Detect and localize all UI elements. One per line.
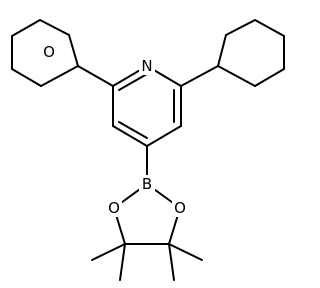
molecule-structure: N O B O O — [11, 19, 285, 281]
atom-b: B — [139, 175, 155, 193]
bond — [77, 65, 114, 87]
atom-label-b: B — [142, 175, 152, 193]
bond — [11, 68, 42, 87]
bond — [91, 243, 126, 261]
atom-o-right: O — [172, 199, 188, 217]
atom-label-o-oxane: O — [43, 43, 55, 61]
bond — [39, 19, 70, 36]
bond — [40, 65, 79, 87]
bond — [168, 243, 203, 261]
bond — [217, 65, 256, 87]
bond — [68, 34, 79, 67]
cyclohexyl-group — [180, 19, 285, 87]
bond — [217, 34, 227, 67]
atom-label-o-right: O — [174, 199, 186, 217]
atom-n: N — [139, 57, 155, 75]
bond — [180, 65, 219, 87]
atom-o-left: O — [106, 199, 122, 217]
pyridine-ring — [112, 65, 182, 147]
atom-o-oxane: O — [41, 43, 57, 61]
bond — [225, 19, 256, 36]
bond — [146, 125, 182, 147]
oxanyl-group — [11, 19, 114, 87]
atom-label-n: N — [141, 57, 152, 75]
bond — [112, 125, 148, 147]
bond — [11, 19, 41, 37]
bond — [118, 73, 148, 91]
bond — [254, 19, 285, 37]
atom-label-o-left: O — [108, 199, 120, 217]
bond — [168, 243, 175, 281]
bond — [119, 243, 126, 281]
bond — [254, 68, 285, 87]
bond — [118, 121, 148, 139]
